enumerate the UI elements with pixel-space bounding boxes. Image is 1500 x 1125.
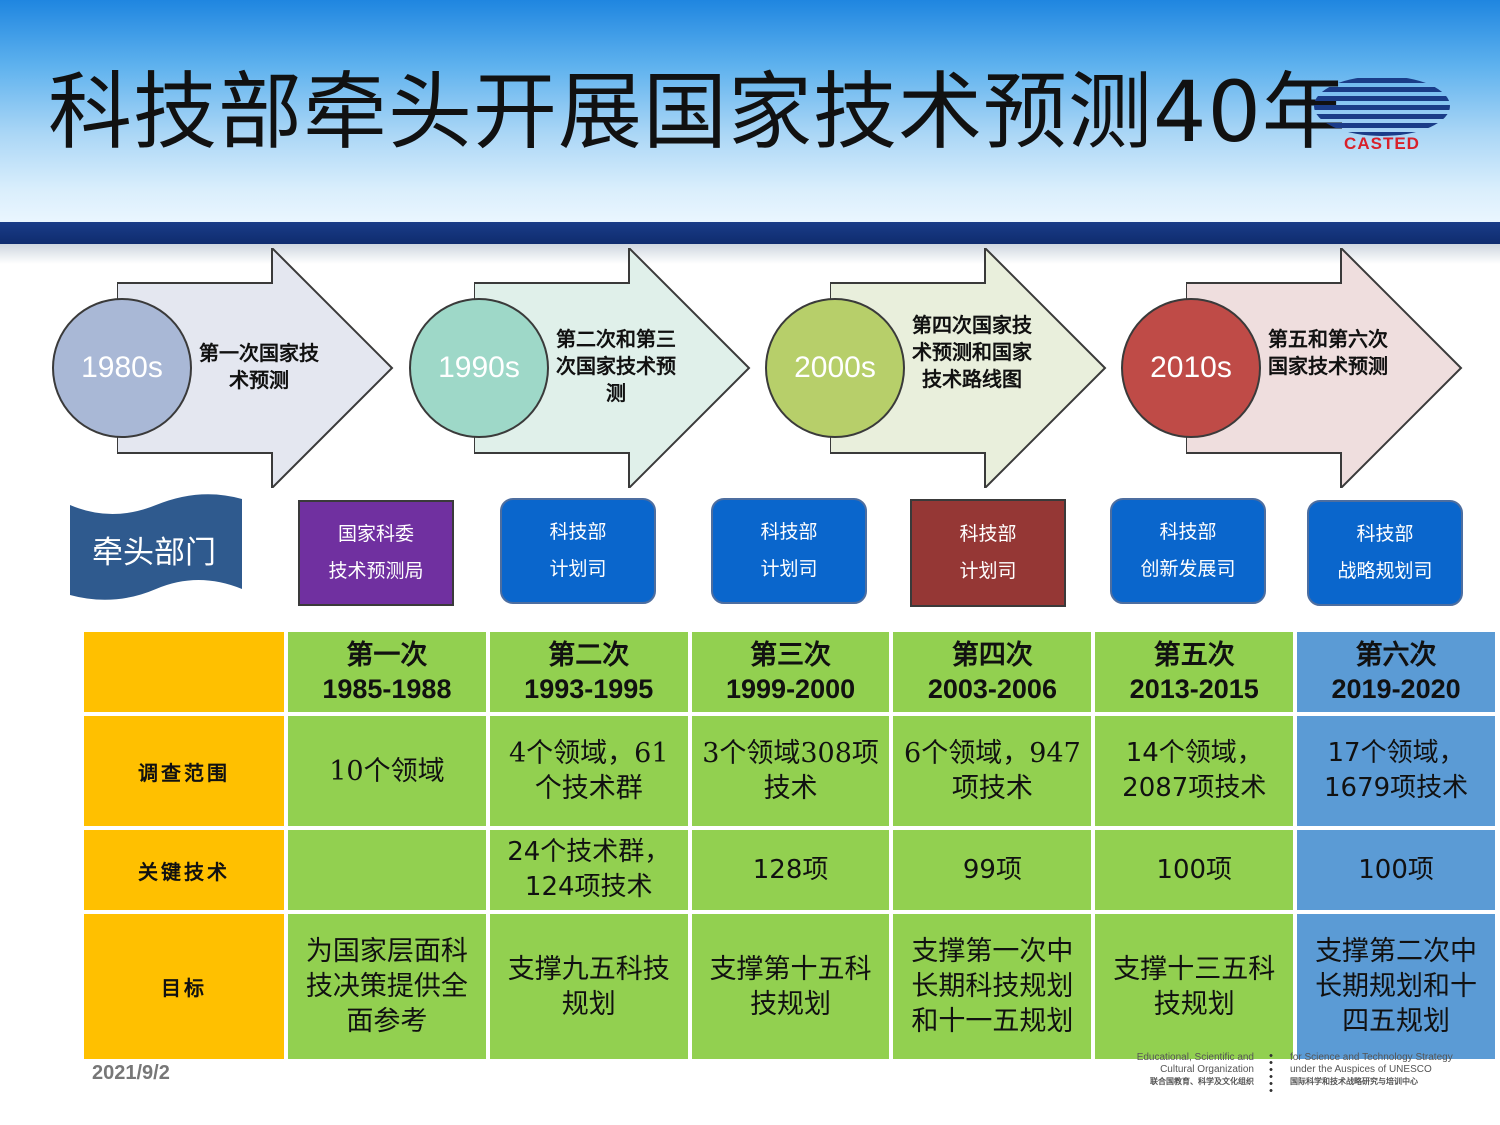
table-cell: 3个领域308项技术 <box>691 716 890 826</box>
department-line2: 战略规划司 <box>1337 560 1433 582</box>
department-box-5: 科技部 创新发展司 <box>1110 498 1266 604</box>
table-cell: 6个领域，947项技术 <box>893 716 1092 826</box>
unesco-footer-right: for Science and Technology Strategy unde… <box>1290 1052 1480 1088</box>
round-label: 第四次 <box>951 640 1033 670</box>
lead-department-label: 牵头部门 <box>92 535 216 571</box>
round-label: 第二次 <box>548 640 630 670</box>
department-box-6: 科技部 战略规划司 <box>1307 500 1463 606</box>
department-line2: 创新发展司 <box>1140 558 1236 580</box>
table-cell: 支撑第十五科技规划 <box>691 914 890 1059</box>
table-cell: 为国家层面科技决策提供全面参考 <box>288 914 486 1059</box>
department-box-3: 科技部 计划司 <box>711 498 867 604</box>
table-cell: 支撑九五科技规划 <box>489 914 688 1059</box>
footer-line: 国际科学和技术战略研究与培训中心 <box>1290 1077 1418 1086</box>
table-cell: 14个领域，2087项技术 <box>1095 716 1294 826</box>
department-line1: 科技部 <box>549 521 607 543</box>
department-line1: 国家科委 <box>337 523 414 545</box>
round-years: 2013-2015 <box>1129 674 1259 704</box>
stage-label: 第四次国家技术预测和国家技术路线图 <box>912 313 1032 391</box>
table-cell <box>288 830 486 910</box>
timeline-stage-1980s: 1980s 第一次国家技术预测 <box>52 248 397 488</box>
table-cell: 支撑第二次中长期规划和十四五规划 <box>1297 914 1495 1059</box>
casted-logo <box>1314 78 1450 136</box>
arrow-shape <box>474 248 751 488</box>
header-divider-bar <box>0 222 1500 244</box>
round-years: 1985-1988 <box>322 674 452 704</box>
timeline-stage-2010s: 2010s 第五和第六次国家技术预测 <box>1121 248 1466 488</box>
logo-text: CASTED <box>1344 134 1420 153</box>
timeline-stage-1990s: 1990s 第二次和第三次国家技术预测 <box>409 248 754 488</box>
header-background <box>0 0 1500 222</box>
footer-line: Educational, Scientific and <box>1136 1052 1254 1063</box>
footer-line: for Science and Technology Strategy <box>1290 1052 1453 1063</box>
department-line1: 科技部 <box>760 521 818 543</box>
department-line2: 技术预测局 <box>328 560 424 582</box>
forecast-comparison-table: 第一次 1985-1988 第二次 1993-1995 第三次 1999-200… <box>84 632 1495 1059</box>
row-label-key-tech: 关键技术 <box>84 830 284 910</box>
table-header-cell: 第四次 2003-2006 <box>893 632 1092 712</box>
round-years: 1993-1995 <box>524 674 654 704</box>
round-label: 第六次 <box>1355 640 1437 670</box>
department-line2: 计划司 <box>760 558 818 580</box>
lead-department-banner <box>70 494 242 600</box>
table-cell: 支撑十三五科技规划 <box>1095 914 1294 1059</box>
round-years: 2019-2020 <box>1331 674 1461 704</box>
round-label: 第五次 <box>1153 640 1235 670</box>
table-cell: 4个领域，61个技术群 <box>489 716 688 826</box>
table-cell: 128项 <box>691 830 890 910</box>
table-cell: 17个领域，1679项技术 <box>1297 716 1495 826</box>
department-line1: 科技部 <box>1159 521 1217 543</box>
table-cell: 10个领域 <box>288 716 486 826</box>
timeline-stage-2000s: 2000s 第四次国家技术预测和国家技术路线图 <box>765 248 1110 488</box>
table-header-cell: 第二次 1993-1995 <box>489 632 688 712</box>
round-years: 2003-2006 <box>927 674 1057 704</box>
department-line2: 计划司 <box>959 560 1017 582</box>
decade-circle: 1980s <box>52 298 192 438</box>
department-box-4: 科技部 计划司 <box>910 499 1066 607</box>
round-years: 1999-2000 <box>726 674 856 704</box>
decade-circle: 2000s <box>765 298 905 438</box>
table-header-cell: 第三次 1999-2000 <box>691 632 890 712</box>
stage-label: 第五和第六次国家技术预测 <box>1268 327 1388 378</box>
table-cell: 100项 <box>1297 830 1495 910</box>
department-box-1: 国家科委 技术预测局 <box>298 500 454 606</box>
footer-line: under the Auspices of UNESCO <box>1290 1064 1432 1075</box>
round-label: 第三次 <box>750 640 832 670</box>
department-line1: 科技部 <box>1356 523 1414 545</box>
round-label: 第一次 <box>346 640 428 670</box>
stage-label: 第一次国家技术预测 <box>199 341 319 392</box>
decade-circle: 2010s <box>1121 298 1261 438</box>
header-shadow <box>0 244 1500 264</box>
department-box-2: 科技部 计划司 <box>500 498 656 604</box>
arrow-shape <box>830 248 1107 488</box>
table-header-cell: 第五次 2013-2015 <box>1095 632 1294 712</box>
unesco-footer-left: Educational, Scientific and Cultural Org… <box>1116 1052 1254 1088</box>
table-cell: 100项 <box>1095 830 1294 910</box>
page-title: 科技部牵头开展国家技术预测40年 <box>48 63 1347 161</box>
footer-line: 联合国教育、科学及文化组织 <box>1150 1077 1254 1086</box>
table-cell: 99项 <box>893 830 1092 910</box>
table-cell: 支撑第一次中长期科技规划和十一五规划 <box>893 914 1092 1059</box>
row-label-goal: 目标 <box>84 914 284 1059</box>
footer-line: Cultural Organization <box>1160 1064 1254 1075</box>
arrow-shape <box>117 248 394 488</box>
slide-date: 2021/9/2 <box>92 1062 170 1084</box>
table-corner-cell <box>84 632 284 712</box>
table-cell: 24个技术群，124项技术 <box>489 830 688 910</box>
arrow-shape <box>1186 248 1463 488</box>
department-line2: 计划司 <box>549 558 607 580</box>
footer-dot-divider <box>1268 1052 1274 1094</box>
department-line1: 科技部 <box>959 523 1017 545</box>
stage-label: 第二次和第三次国家技术预测 <box>556 327 676 405</box>
table-header-cell: 第一次 1985-1988 <box>288 632 486 712</box>
table-header-cell: 第六次 2019-2020 <box>1297 632 1495 712</box>
decade-circle: 1990s <box>409 298 549 438</box>
row-label-scope: 调查范围 <box>84 716 284 826</box>
